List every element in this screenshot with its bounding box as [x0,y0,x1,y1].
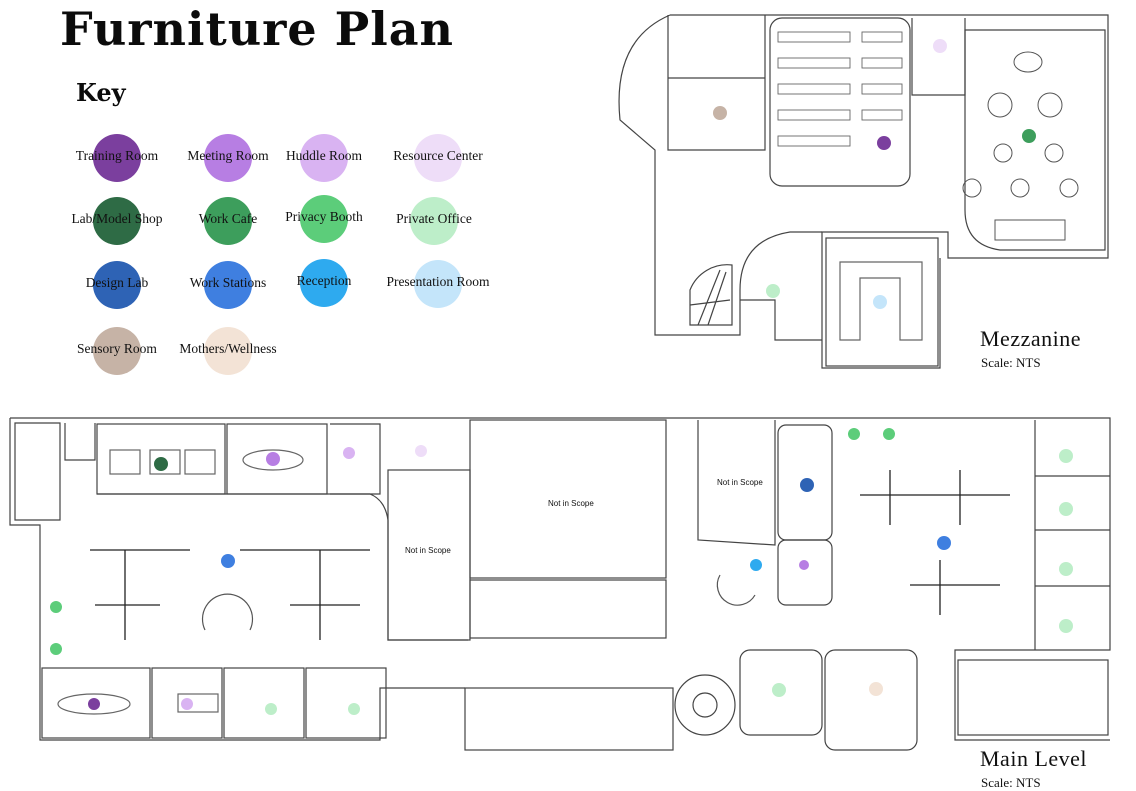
not-in-scope-label-right: Not in Scope [717,478,763,487]
marker-design-lab [800,478,814,492]
key-item-meeting-room: Meeting Room [168,134,288,184]
key-label: Resource Center [393,148,483,163]
marker-sensory-room [713,106,727,120]
key-swatch [414,260,462,308]
marker-lab-model-shop [154,457,168,471]
marker-training-room [877,136,891,150]
key-label: Privacy Booth [285,209,363,224]
key-swatch [410,197,458,245]
main-level-plan [9,417,1111,751]
key-item-mothers-wellness: Mothers/Wellness [168,327,288,377]
key-swatch [93,327,141,375]
key-swatch [204,134,252,182]
marker-work-stations [221,554,235,568]
marker-reception [750,559,762,571]
key-item-training-room: Training Room [57,134,177,184]
key-item-lab-model-shop: Lab/Model Shop [57,197,177,247]
key-label: Private Office [396,211,472,226]
key-swatch [93,197,141,245]
marker-privacy-booth [883,428,895,440]
marker-private-office [1059,619,1073,633]
marker-work-stations [937,536,951,550]
main-level-scale: Scale: NTS [981,775,1041,790]
marker-huddle-room [181,698,193,710]
key-label: Presentation Room [386,274,490,289]
key-swatch [300,134,348,182]
mezzanine-scale: Scale: NTS [981,355,1041,370]
marker-private-office [772,683,786,697]
key-label: Design Lab [85,275,149,290]
key-swatch [93,261,141,309]
key-label: Meeting Room [187,148,269,163]
key-title: Key [76,78,126,107]
key-label: Lab/Model Shop [71,211,163,226]
key-label: Reception [296,273,352,288]
key-swatch [204,261,252,309]
key-label: Sensory Room [77,341,157,356]
marker-private-office [265,703,277,715]
key-item-reception: Reception [264,259,384,309]
marker-private-office [1059,502,1073,516]
marker-private-office [348,703,360,715]
key-item-private-office: Private Office [374,197,494,247]
marker-meeting-room [266,452,280,466]
key-item-work-cafe: Work Cafe [168,197,288,247]
key-item-privacy-booth: Privacy Booth [264,195,384,245]
key-item-huddle-room: Huddle Room [264,134,384,184]
key-item-design-lab: Design Lab [57,261,177,311]
mezzanine-title: Mezzanine [980,326,1081,351]
marker-private-office [1059,562,1073,576]
key-swatch [204,197,252,245]
marker-meeting-room [799,560,809,570]
marker-resource-center [415,445,427,457]
key-swatch [204,327,252,375]
marker-privacy-booth [848,428,860,440]
key-label: Mothers/Wellness [179,341,277,356]
not-in-scope-label-left: Not in Scope [405,546,451,555]
mezzanine-plan [618,14,1109,369]
page-title: Furniture Plan [60,2,454,56]
key-label: Work Cafe [198,211,258,226]
key-swatch [93,134,141,182]
key-item-presentation-room: Presentation Room [378,260,498,310]
marker-private-office [766,284,780,298]
marker-resource-center [933,39,947,53]
marker-work-cafe [1022,129,1036,143]
key-item-sensory-room: Sensory Room [57,327,177,377]
marker-training-room [88,698,100,710]
key-swatch [414,134,462,182]
key-item-resource-center: Resource Center [378,134,498,184]
marker-mothers-wellness [869,682,883,696]
marker-presentation-room [873,295,887,309]
main-level-title: Main Level [980,746,1088,771]
marker-huddle-room [343,447,355,459]
key-label: Work Stations [189,275,267,290]
marker-privacy-booth [50,601,62,613]
marker-private-office [1059,449,1073,463]
key-item-work-stations: Work Stations [168,261,288,311]
marker-privacy-booth [50,643,62,655]
key-swatch [300,195,348,243]
key-label: Training Room [75,148,159,163]
key-swatch [300,259,348,307]
key-label: Huddle Room [285,148,363,163]
not-in-scope-label-center: Not in Scope [548,499,594,508]
